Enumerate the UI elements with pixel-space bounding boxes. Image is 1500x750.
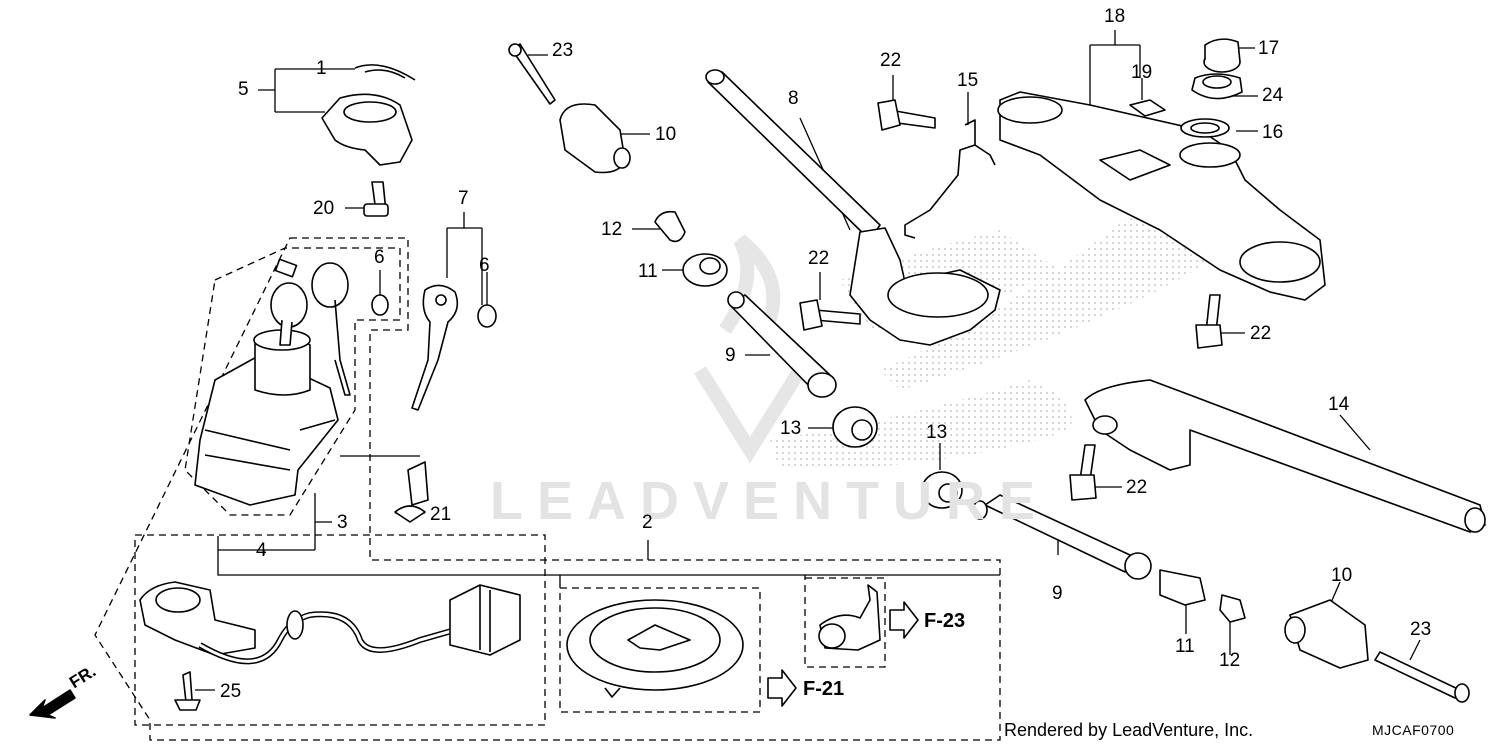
callout-9-bottom: 9 bbox=[1052, 583, 1063, 604]
callout-16: 16 bbox=[1262, 122, 1284, 143]
callout-6-b: 6 bbox=[479, 255, 490, 276]
blank-key-part bbox=[411, 284, 459, 411]
bolt-23-part bbox=[508, 43, 556, 105]
callout-13-bottom: 13 bbox=[926, 422, 948, 443]
right-handlebar-part bbox=[1084, 379, 1486, 533]
reference-f21[interactable]: F-21 bbox=[803, 678, 845, 700]
callout-4: 4 bbox=[256, 540, 267, 561]
callout-22-c: 22 bbox=[1250, 323, 1272, 344]
callout-14: 14 bbox=[1328, 394, 1350, 415]
callout-13-top: 13 bbox=[780, 418, 802, 439]
callout-11-bottom: 11 bbox=[1175, 636, 1195, 657]
bolt-22-part-d bbox=[1069, 444, 1097, 501]
callout-18: 18 bbox=[1104, 6, 1126, 27]
callout-8: 8 bbox=[788, 88, 799, 109]
bolt-23-part-2 bbox=[1374, 651, 1470, 703]
bar-end-weight-part-2 bbox=[1284, 599, 1369, 669]
callout-12-bottom: 12 bbox=[1219, 650, 1241, 671]
keys-part bbox=[270, 258, 351, 396]
o-ring-part-2 bbox=[477, 304, 497, 328]
callout-6-a: 6 bbox=[374, 247, 385, 268]
arrow-f23-icon bbox=[889, 601, 919, 639]
footer-credit: Rendered by LeadVenture, Inc. bbox=[1004, 720, 1254, 740]
callout-24: 24 bbox=[1262, 85, 1284, 106]
callout-10-top: 10 bbox=[655, 124, 677, 145]
diagram-code: MJCAF0700 bbox=[1372, 722, 1455, 738]
bolt-22-part-c bbox=[1195, 294, 1223, 349]
collar-13-part-2 bbox=[921, 471, 963, 509]
callout-23-bottom: 23 bbox=[1410, 619, 1432, 640]
top-bridge-part bbox=[997, 91, 1326, 301]
left-handlebar-part bbox=[705, 69, 1001, 346]
group-lines bbox=[94, 30, 1421, 741]
callout-25: 25 bbox=[220, 681, 242, 702]
callout-5: 5 bbox=[238, 79, 249, 100]
o-ring-part bbox=[371, 294, 389, 316]
parts bbox=[29, 38, 1486, 719]
callout-7: 7 bbox=[458, 188, 469, 209]
callout-9-top: 9 bbox=[725, 345, 736, 366]
reference-f23[interactable]: F-23 bbox=[924, 610, 966, 632]
rubber-11-part bbox=[682, 253, 728, 287]
fuel-cap-part bbox=[566, 599, 744, 698]
bar-end-weight-part bbox=[559, 103, 631, 174]
ignition-switch-part bbox=[194, 329, 339, 506]
bolt-22-part-a bbox=[877, 99, 936, 131]
callout-3: 3 bbox=[337, 512, 348, 533]
seat-lock-cylinder-part bbox=[818, 584, 881, 651]
wire-bracket-part bbox=[904, 119, 996, 239]
clip-12-part bbox=[654, 210, 686, 243]
weight-rod-part-2 bbox=[972, 494, 1152, 580]
callout-11-top: 11 bbox=[638, 261, 658, 282]
weight-rod-part bbox=[727, 291, 837, 398]
callout-21: 21 bbox=[430, 504, 452, 525]
screw-20-part bbox=[363, 181, 389, 217]
bolt-22-part-b bbox=[799, 299, 861, 331]
callout-12-top: 12 bbox=[601, 219, 623, 240]
callout-2: 2 bbox=[642, 512, 653, 533]
callout-17: 17 bbox=[1258, 38, 1280, 59]
screw-21-part bbox=[394, 461, 429, 523]
clip-12-part-2 bbox=[1219, 594, 1246, 623]
key-cover-part bbox=[321, 93, 413, 166]
collar-13-part bbox=[832, 406, 878, 448]
watermark-text: LEADVENTURE bbox=[490, 471, 1050, 531]
callout-20: 20 bbox=[313, 198, 335, 219]
rubber-11-part-2 bbox=[1159, 569, 1206, 606]
screw-25-part bbox=[174, 671, 201, 711]
callout-22-a: 22 bbox=[880, 50, 902, 71]
callout-1: 1 bbox=[316, 58, 327, 79]
steering-cap-part bbox=[1203, 38, 1241, 73]
callout-10-bottom: 10 bbox=[1331, 565, 1353, 586]
callout-22-b: 22 bbox=[808, 248, 830, 269]
stem-nut-part bbox=[1191, 73, 1243, 100]
plate-19-part bbox=[1129, 99, 1166, 117]
callout-23-top: 23 bbox=[552, 40, 574, 61]
front-direction-arrow-icon bbox=[29, 689, 76, 719]
callout-22-d: 22 bbox=[1126, 477, 1148, 498]
callout-19: 19 bbox=[1131, 62, 1153, 83]
circlip-part bbox=[354, 64, 416, 81]
sensor-harness-part bbox=[139, 581, 521, 665]
washer-part bbox=[1180, 118, 1230, 138]
arrow-f21-icon bbox=[767, 669, 797, 707]
callout-15: 15 bbox=[957, 70, 979, 91]
